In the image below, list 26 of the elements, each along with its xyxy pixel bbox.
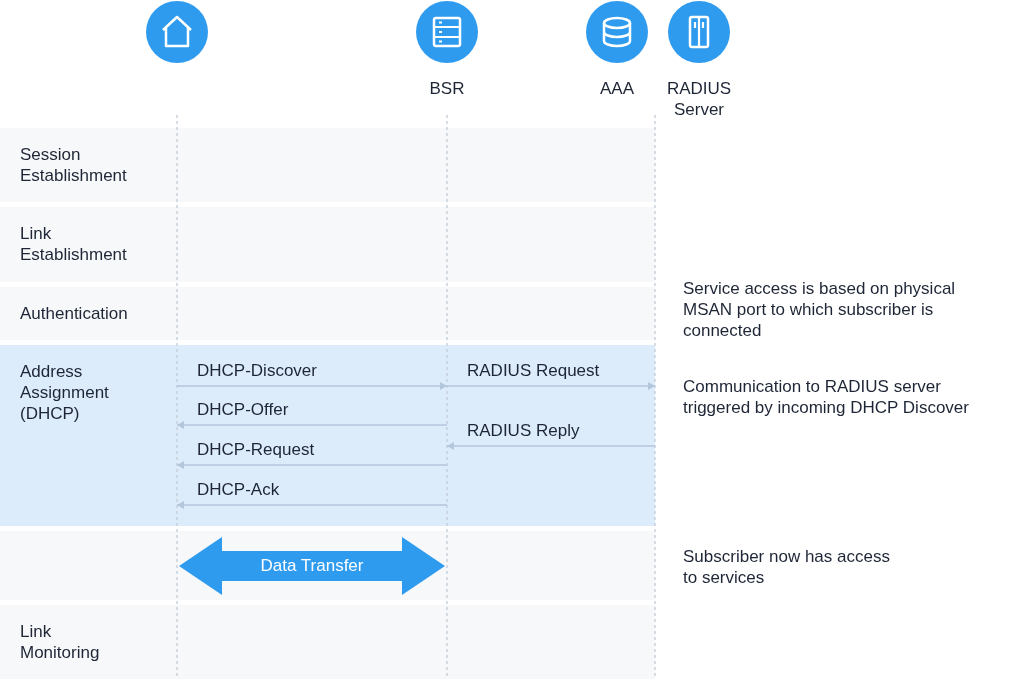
phase-label: Address Assignment (DHCP) — [20, 361, 110, 424]
note-text: Subscriber now has access to services — [683, 546, 891, 588]
phase-label: Session Establishment — [20, 144, 128, 186]
phase-label: Authentication — [20, 303, 129, 324]
phase-label: Link Establishment — [20, 223, 128, 265]
message-label: Data Transfer — [260, 556, 364, 576]
message-arrow — [176, 501, 448, 509]
message-label: DHCP-Ack — [197, 480, 280, 500]
message-arrow — [176, 421, 448, 429]
double-arrow — [179, 537, 445, 595]
message-label: DHCP-Discover — [197, 361, 317, 381]
message-label: DHCP-Offer — [197, 400, 289, 420]
message-arrow — [176, 382, 448, 390]
message-arrow — [446, 442, 656, 450]
message-label: DHCP-Request — [197, 440, 315, 460]
message-label: RADIUS Reply — [467, 421, 580, 441]
phase-band — [0, 345, 168, 526]
phase-label: Link Monitoring — [20, 621, 101, 663]
message-arrow — [176, 461, 448, 469]
participant-label: RADIUS Server — [665, 78, 733, 120]
participant-label: BSR — [428, 78, 466, 99]
participant-label: AAA — [599, 78, 635, 99]
note-text: Communication to RADIUS server triggered by incoming DHCP Discover — [683, 376, 970, 418]
note-text: Service access is based on physical MSAN port to which subscriber is connected — [683, 278, 957, 341]
message-arrow — [446, 382, 656, 390]
message-label: RADIUS Request — [467, 361, 600, 381]
